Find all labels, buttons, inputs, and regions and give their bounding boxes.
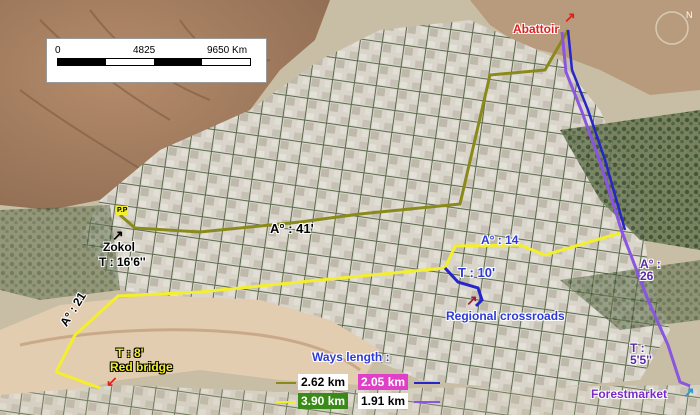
crossroads-time: T : 10' — [458, 265, 496, 280]
crossroads-arrow-icon: ↗ — [466, 292, 478, 308]
route-olive — [119, 29, 570, 234]
scale-tick-mid: 4825 — [133, 45, 156, 56]
zokol-arrow-icon: ↗ — [112, 227, 124, 243]
route-blue-north — [566, 29, 627, 231]
zokol-time: T : 16'6'' — [99, 255, 146, 269]
olive-route-distance: A° : 41' — [270, 221, 314, 236]
route-yellow-tail — [55, 370, 101, 390]
scale-tick-0: 0 — [55, 45, 61, 56]
bridge-time: T : 8' — [116, 346, 144, 360]
legend-olive-swatch — [276, 382, 296, 384]
place-regional-crossroads[interactable]: Regional crossroads — [446, 309, 565, 323]
legend-violet-swatch — [414, 401, 440, 403]
scale-bar-graphic — [57, 58, 251, 66]
legend-yellow-length: 3.90 km — [298, 393, 349, 409]
yellow-route-distance: A° : 14 — [481, 233, 519, 247]
scale-bar: 0 4825 9650 Km — [46, 38, 267, 83]
abattoir-arrow-icon: ↗ — [564, 9, 576, 25]
place-forestmarket[interactable]: Forestmarket — [591, 387, 668, 401]
violet-route-distance: A° : 26 — [640, 257, 661, 283]
route-blue — [443, 266, 484, 308]
marker-pp: P.P — [116, 206, 129, 215]
route-violet — [560, 31, 691, 388]
place-zokol[interactable]: Zokol — [103, 240, 135, 254]
legend-blue-swatch — [414, 382, 440, 384]
scale-tick-end: 9650 Km — [207, 45, 248, 56]
bridge-arrow-icon: ↙ — [106, 373, 118, 389]
forestmarket-arrow-icon: ↗ — [683, 384, 695, 400]
legend-olive-length: 2.62 km — [298, 374, 349, 390]
place-abattoir[interactable]: Abattoir — [513, 22, 559, 36]
violet-route-time: T : 5'5'' — [630, 341, 652, 367]
legend-blue-length: 2.05 km — [358, 374, 409, 390]
route-yellow — [54, 231, 621, 373]
legend-yellow-swatch — [276, 401, 296, 403]
north-label: N — [686, 10, 693, 20]
place-red-bridge[interactable]: Red bridge — [110, 360, 173, 374]
legend-title: Ways length : — [312, 350, 390, 364]
legend-violet-length: 1.91 km — [358, 393, 409, 409]
